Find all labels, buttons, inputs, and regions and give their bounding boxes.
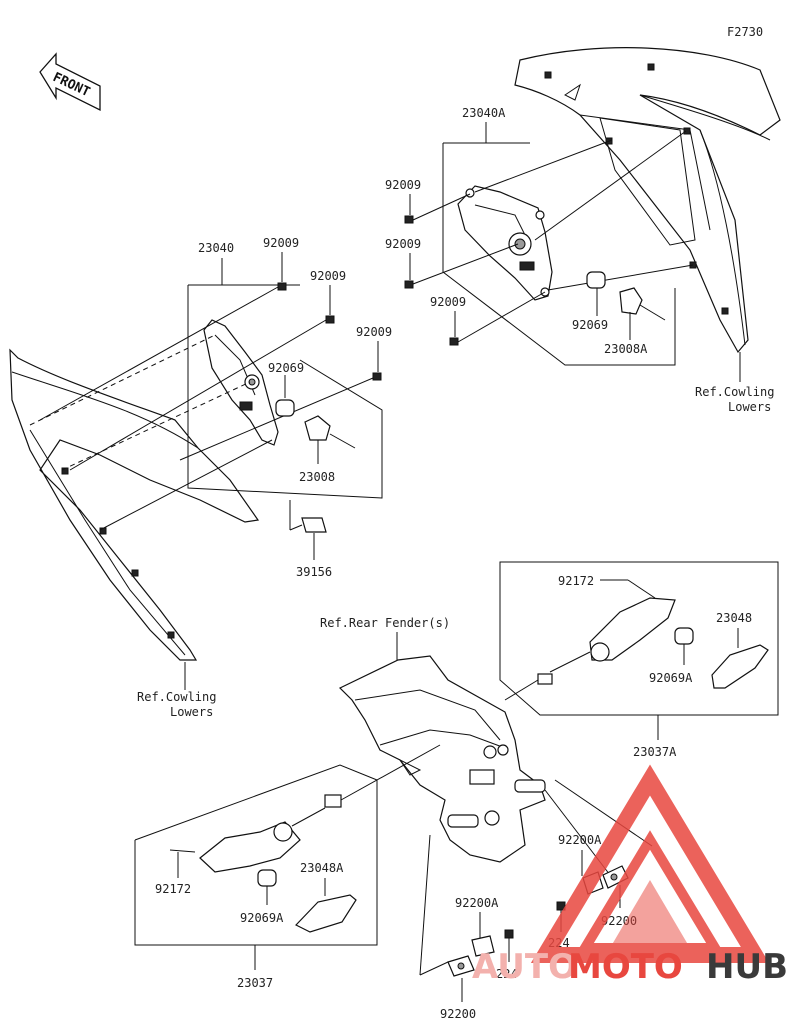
label-23040: 23040 [198, 241, 234, 255]
label-92200A-b: 92200A [455, 896, 499, 910]
bulb-92069A-right [674, 627, 694, 665]
ref-cowling-right-line2: Lowers [728, 400, 771, 414]
ref-cowling-right-line1: Ref.Cowling [695, 385, 774, 399]
bulb-92069A-left [257, 869, 277, 905]
label-ref-rear-fender: Ref.Rear Fender(s) [320, 616, 450, 630]
bulb-92069-right [586, 271, 606, 316]
label-92172-b: 92172 [155, 882, 191, 896]
front-turn-signal-left [203, 319, 279, 446]
screw-icon [449, 337, 459, 346]
watermark-logo [530, 764, 770, 963]
label-92009-e: 92009 [310, 269, 346, 283]
screw-icon [404, 215, 414, 224]
screw-icon [372, 372, 382, 381]
nut-224-left [504, 929, 514, 962]
plate-92200A-left [471, 935, 495, 957]
label-23048A: 23048A [300, 861, 344, 875]
label-92009-a: 92009 [385, 178, 421, 192]
left-cowling-panel [9, 348, 260, 661]
label-92009-f: 92009 [356, 325, 392, 339]
label-92069A-b: 92069A [240, 911, 284, 925]
label-23008A: 23008A [604, 342, 648, 356]
rear-turn-signal-left [199, 744, 441, 873]
lens-23048A [295, 894, 357, 933]
label-23037A: 23037A [633, 745, 677, 759]
plate-92200-left [447, 955, 475, 977]
label-92009-d: 92009 [263, 236, 299, 250]
watermark-moto: MOTO [568, 947, 683, 987]
label-23037: 23037 [237, 976, 273, 990]
screw-icon [325, 315, 335, 324]
socket-23008A [619, 287, 666, 340]
label-92009-c: 92009 [430, 295, 466, 309]
label-92200-b: 92200 [440, 1007, 476, 1021]
ref-cowling-left-line1: Ref.Cowling [137, 690, 216, 704]
screw-icon [277, 282, 287, 291]
diagram-code: F2730 [727, 25, 763, 39]
label-23040A: 23040A [462, 106, 506, 120]
label-39156: 39156 [296, 565, 332, 579]
pad-39156 [289, 500, 327, 560]
rear-turn-signal-right [504, 597, 676, 701]
label-92200A-a: 92200A [558, 833, 602, 847]
bracket-23040A [442, 143, 676, 366]
label-224-b: 224 [496, 967, 518, 981]
label-92069A-a: 92069A [649, 671, 693, 685]
watermark-auto: AUTO [472, 947, 577, 987]
screw-icon [404, 280, 414, 289]
watermark-hub: HUB [706, 947, 788, 987]
label-23008: 23008 [299, 470, 335, 484]
front-arrow-icon: FRONT [39, 52, 101, 112]
label-92009-b: 92009 [385, 237, 421, 251]
label-92172-a: 92172 [558, 574, 594, 588]
bulb-92069-left [275, 375, 295, 417]
label-23048: 23048 [716, 611, 752, 625]
front-turn-signal-right [457, 185, 553, 301]
lens-23048 [711, 644, 769, 689]
label-92069-b: 92069 [268, 361, 304, 375]
rear-fender [338, 655, 546, 863]
label-92069-a: 92069 [572, 318, 608, 332]
right-cowling-panel [514, 47, 781, 354]
socket-23008 [304, 415, 356, 464]
ref-cowling-left-line2: Lowers [170, 705, 213, 719]
